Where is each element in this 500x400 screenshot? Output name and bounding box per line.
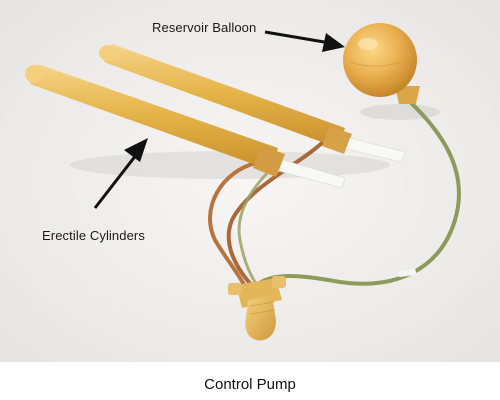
- cylinders-arrow: [93, 138, 148, 209]
- tube-connector: [397, 269, 417, 277]
- erectile-cylinders-label: Erectile Cylinders: [42, 228, 145, 243]
- reservoir-tubing: [248, 98, 461, 294]
- cylinder-tubing-a: [208, 160, 262, 294]
- cylinder-front: [25, 64, 346, 189]
- device-photo: [0, 0, 500, 362]
- control-pump: [228, 276, 286, 341]
- cylinder-back: [99, 44, 406, 163]
- reservoir-balloon: [343, 23, 420, 104]
- cylinder-tubing-c: [237, 166, 274, 294]
- reservoir-arrow: [264, 30, 345, 52]
- figure-caption: Control Pump: [204, 376, 296, 393]
- shadow: [360, 104, 440, 120]
- cylinder-tubing-b: [226, 138, 327, 294]
- reservoir-balloon-label: Reservoir Balloon: [152, 20, 257, 35]
